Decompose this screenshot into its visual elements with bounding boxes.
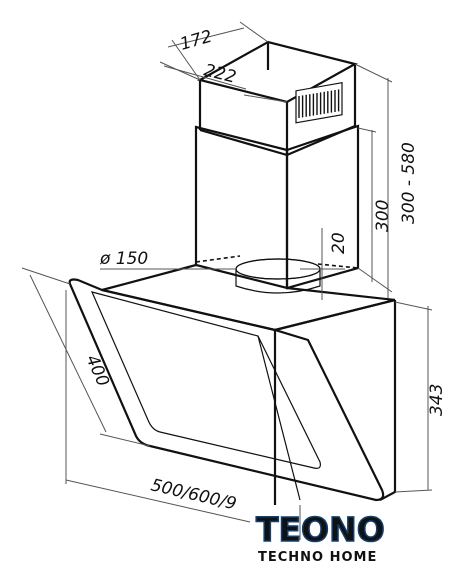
brand-logo: TEONO TECHNO HOME	[255, 509, 385, 565]
dim-chimney-height-range: 300 - 580	[399, 142, 419, 224]
brand-tagline: TECHNO HOME	[258, 550, 377, 565]
dim-duct-diameter: ø 150	[99, 249, 148, 269]
glass-panel-inner	[90, 291, 321, 469]
hood-body	[68, 263, 397, 505]
dim-chimney-width: 222	[202, 60, 238, 87]
glass-panel	[68, 278, 385, 502]
dimension-lines	[21, 21, 433, 540]
dim-chimney-lower-height: 300	[373, 200, 393, 232]
dim-hood-height: 343	[427, 384, 447, 416]
dim-duct-offset: 20	[329, 232, 349, 254]
vent-grille-icon	[295, 81, 343, 124]
dim-glass-depth: 400	[81, 352, 112, 390]
brand-name: TEONO	[256, 510, 385, 549]
vent-slots	[298, 89, 340, 118]
chimney	[194, 40, 360, 290]
dim-chimney-depth: 172	[178, 27, 215, 55]
